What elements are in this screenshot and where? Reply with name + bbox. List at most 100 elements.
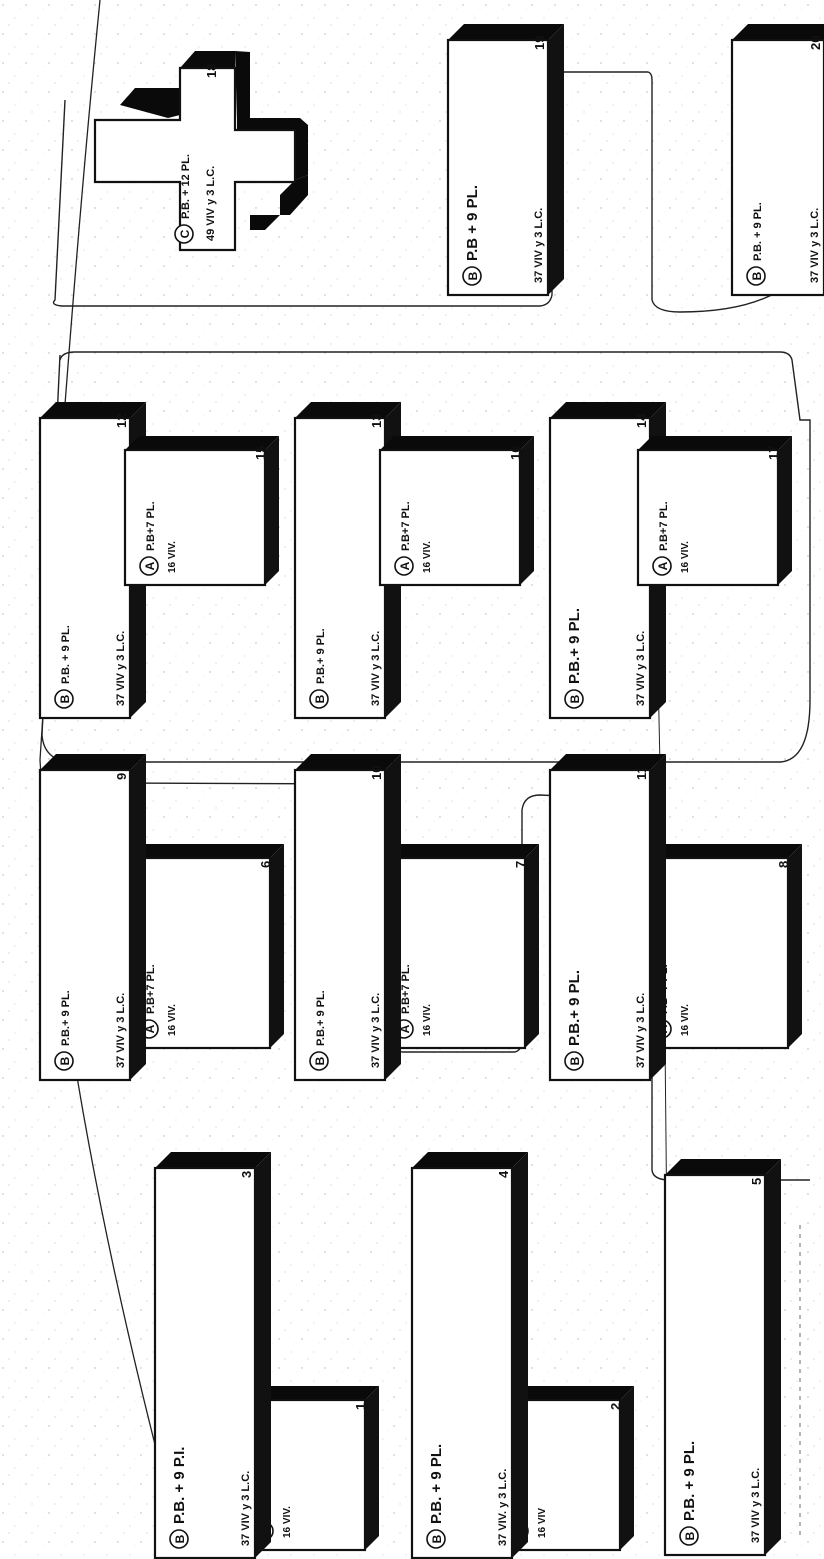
building-shadow-side	[385, 754, 401, 1080]
building-type-letter: A	[398, 1024, 412, 1033]
building-label-group: BP.B. + 9 PL.37 VIV. y 3 L.C.4	[426, 1170, 511, 1549]
building-units-label: 16 VIV.	[680, 541, 691, 573]
building-shadow-side	[512, 1152, 528, 1558]
building-type-letter: B	[58, 694, 72, 703]
building-footprint	[293, 768, 387, 1082]
building-shadow-side	[365, 1386, 379, 1550]
building-number: 2	[608, 1403, 623, 1410]
building-label-group: BP.B. + 9 P.I.37 VIV y 3 L.C.3	[169, 1171, 254, 1549]
building-type-circle	[309, 689, 329, 709]
building-number: 5	[749, 1178, 764, 1185]
building-shadow-top	[550, 402, 666, 418]
building-type-letter: A	[398, 561, 412, 570]
building-shadow-top	[380, 844, 539, 858]
building-shadow-side	[778, 436, 792, 585]
building-units-label: 37 VIV y 3 L.C.	[750, 1468, 762, 1543]
building-shadow-top	[295, 754, 401, 770]
building-units-label: 16 VIV	[537, 1508, 548, 1538]
building-number: 18	[204, 64, 219, 78]
building-shadow-top	[638, 844, 802, 858]
building-floors-label: P.B+7 PL.	[658, 501, 670, 551]
building-units-label: 16 VIV.	[680, 1004, 691, 1036]
building-label-group: BP.B. + 9 PL.37 VIV y 3 L.C.5	[679, 1178, 764, 1546]
building-shadow-top	[412, 1152, 528, 1168]
building-label-group: AP.B+7 PL.16 VIV.17	[652, 446, 781, 576]
building-number: 8	[776, 861, 791, 868]
building-type-circle	[462, 266, 482, 286]
building-number: 10	[369, 766, 384, 780]
building-footprint	[663, 1173, 767, 1557]
building-18-labels: CP.B. + 12 PL.49 VIV y 3 L.C.18	[174, 64, 219, 244]
building-type-circle	[564, 1051, 584, 1071]
building-floors-label: P.B+7 PL.	[145, 964, 157, 1014]
building-number: 12	[114, 414, 129, 428]
building-type-circle	[139, 556, 159, 576]
building-units-label: 37 VIV y 3 L.C.	[533, 208, 545, 283]
building-6: AP.B+7 PL.16 VIV.6	[123, 844, 284, 1050]
building-type-letter: B	[313, 694, 327, 703]
building-floors-label: P.B.+ 9 PL.	[566, 970, 583, 1046]
building-11: BP.B.+ 9 PL.37 VIV y 3 L.C.11	[548, 754, 666, 1082]
building-floors-label: P.B.+ 9 PL.	[566, 608, 583, 684]
building-shadow-top	[380, 436, 534, 450]
building-number: 13	[369, 414, 384, 428]
building-number: 19	[532, 36, 547, 50]
building-type-letter: A	[143, 1024, 157, 1033]
building-floors-label: P.B. + 9 PL.	[60, 625, 72, 684]
building-type-letter: C	[178, 229, 192, 238]
building-17: AP.B+7 PL.16 VIV.17	[636, 436, 792, 587]
building-footprint	[548, 416, 652, 720]
building-type-letter: B	[430, 1534, 444, 1543]
building-label-group: BP.B.+ 9 PL.37 VIV y 3 L.C.9	[54, 773, 129, 1071]
building-type-letter: B	[750, 271, 764, 280]
building-label-group: BP.B.+ 9 PL.37 VIV y 3 L.C.11	[564, 766, 649, 1071]
building-type-letter: B	[313, 1056, 327, 1065]
building-shadow-top	[125, 844, 284, 858]
building-footprint	[153, 1166, 257, 1559]
building-shadow-side	[650, 754, 666, 1080]
building-type-circle	[746, 266, 766, 286]
building-10: BP.B.+ 9 PL.37 VIV y 3 L.C.10	[293, 754, 401, 1082]
building-label-group: AP.B+7 PL.16 VIV.15	[139, 446, 268, 576]
building-type-circle	[564, 689, 584, 709]
building-shadow-top	[155, 1152, 271, 1168]
building-type-circle	[54, 689, 74, 709]
building-3: BP.B. + 9 P.I.37 VIV y 3 L.C.3	[153, 1152, 271, 1559]
building-number: 20	[808, 36, 823, 50]
building-type-letter: B	[466, 271, 480, 280]
building-shadow-side	[765, 1159, 781, 1555]
building-shadow-top	[665, 1159, 781, 1175]
building-type-circle	[652, 556, 672, 576]
upper-block-boundary	[52, 71, 811, 313]
building-floors-label: P.B+7 PL.	[145, 501, 157, 551]
building-units-label: 16 VIV.	[167, 541, 178, 573]
building-number: 6	[258, 861, 273, 868]
building-units-label: 37 VIV y 3 L.C.	[370, 631, 382, 706]
building-type-letter: A	[656, 561, 670, 570]
building-label-group: BP.B. + 9 PL.37 VIV y 3 L.C.12	[54, 414, 129, 709]
building-floors-label: P.B. + 9 PL.	[752, 202, 764, 261]
building-units-label: 16 VIV.	[422, 1004, 433, 1036]
building-floors-label: P.B. + 12 PL.	[180, 154, 192, 219]
building-label-group: B P.B.+ 9 PL. 37 VIV y 3 L.C. 13	[309, 414, 384, 709]
building-number: 9	[114, 773, 129, 780]
building-number: 15	[253, 446, 268, 460]
building-19: B P.B + 9 PL. 37 VIV y 3 L.C. 19	[446, 24, 564, 297]
building-label-group: BP.B.+ 9 PL.37 VIV y 3 L.C.10	[309, 766, 384, 1071]
building-9: BP.B.+ 9 PL.37 VIV y 3 L.C.9	[38, 754, 146, 1082]
building-number: 4	[496, 1170, 511, 1178]
building-shadow-side	[265, 436, 279, 585]
building-number: 1	[353, 1403, 368, 1410]
building-type-circle	[309, 1051, 329, 1071]
building-18	[93, 51, 308, 252]
building-type-letter: B	[173, 1534, 187, 1543]
building-shadow-side	[520, 436, 534, 585]
building-floors-label: P.B. + 9 PL.	[681, 1441, 698, 1521]
building-shadow-side	[255, 1152, 271, 1558]
building-units-label: 37 VIV. y 3 L.C.	[497, 1469, 509, 1546]
building-footprint	[38, 416, 132, 720]
building-floors-label: P.B.+ 9 PL.	[315, 628, 327, 684]
building-shadow-top	[732, 24, 824, 40]
building-floors-label: P.B + 9 PL.	[464, 185, 481, 261]
